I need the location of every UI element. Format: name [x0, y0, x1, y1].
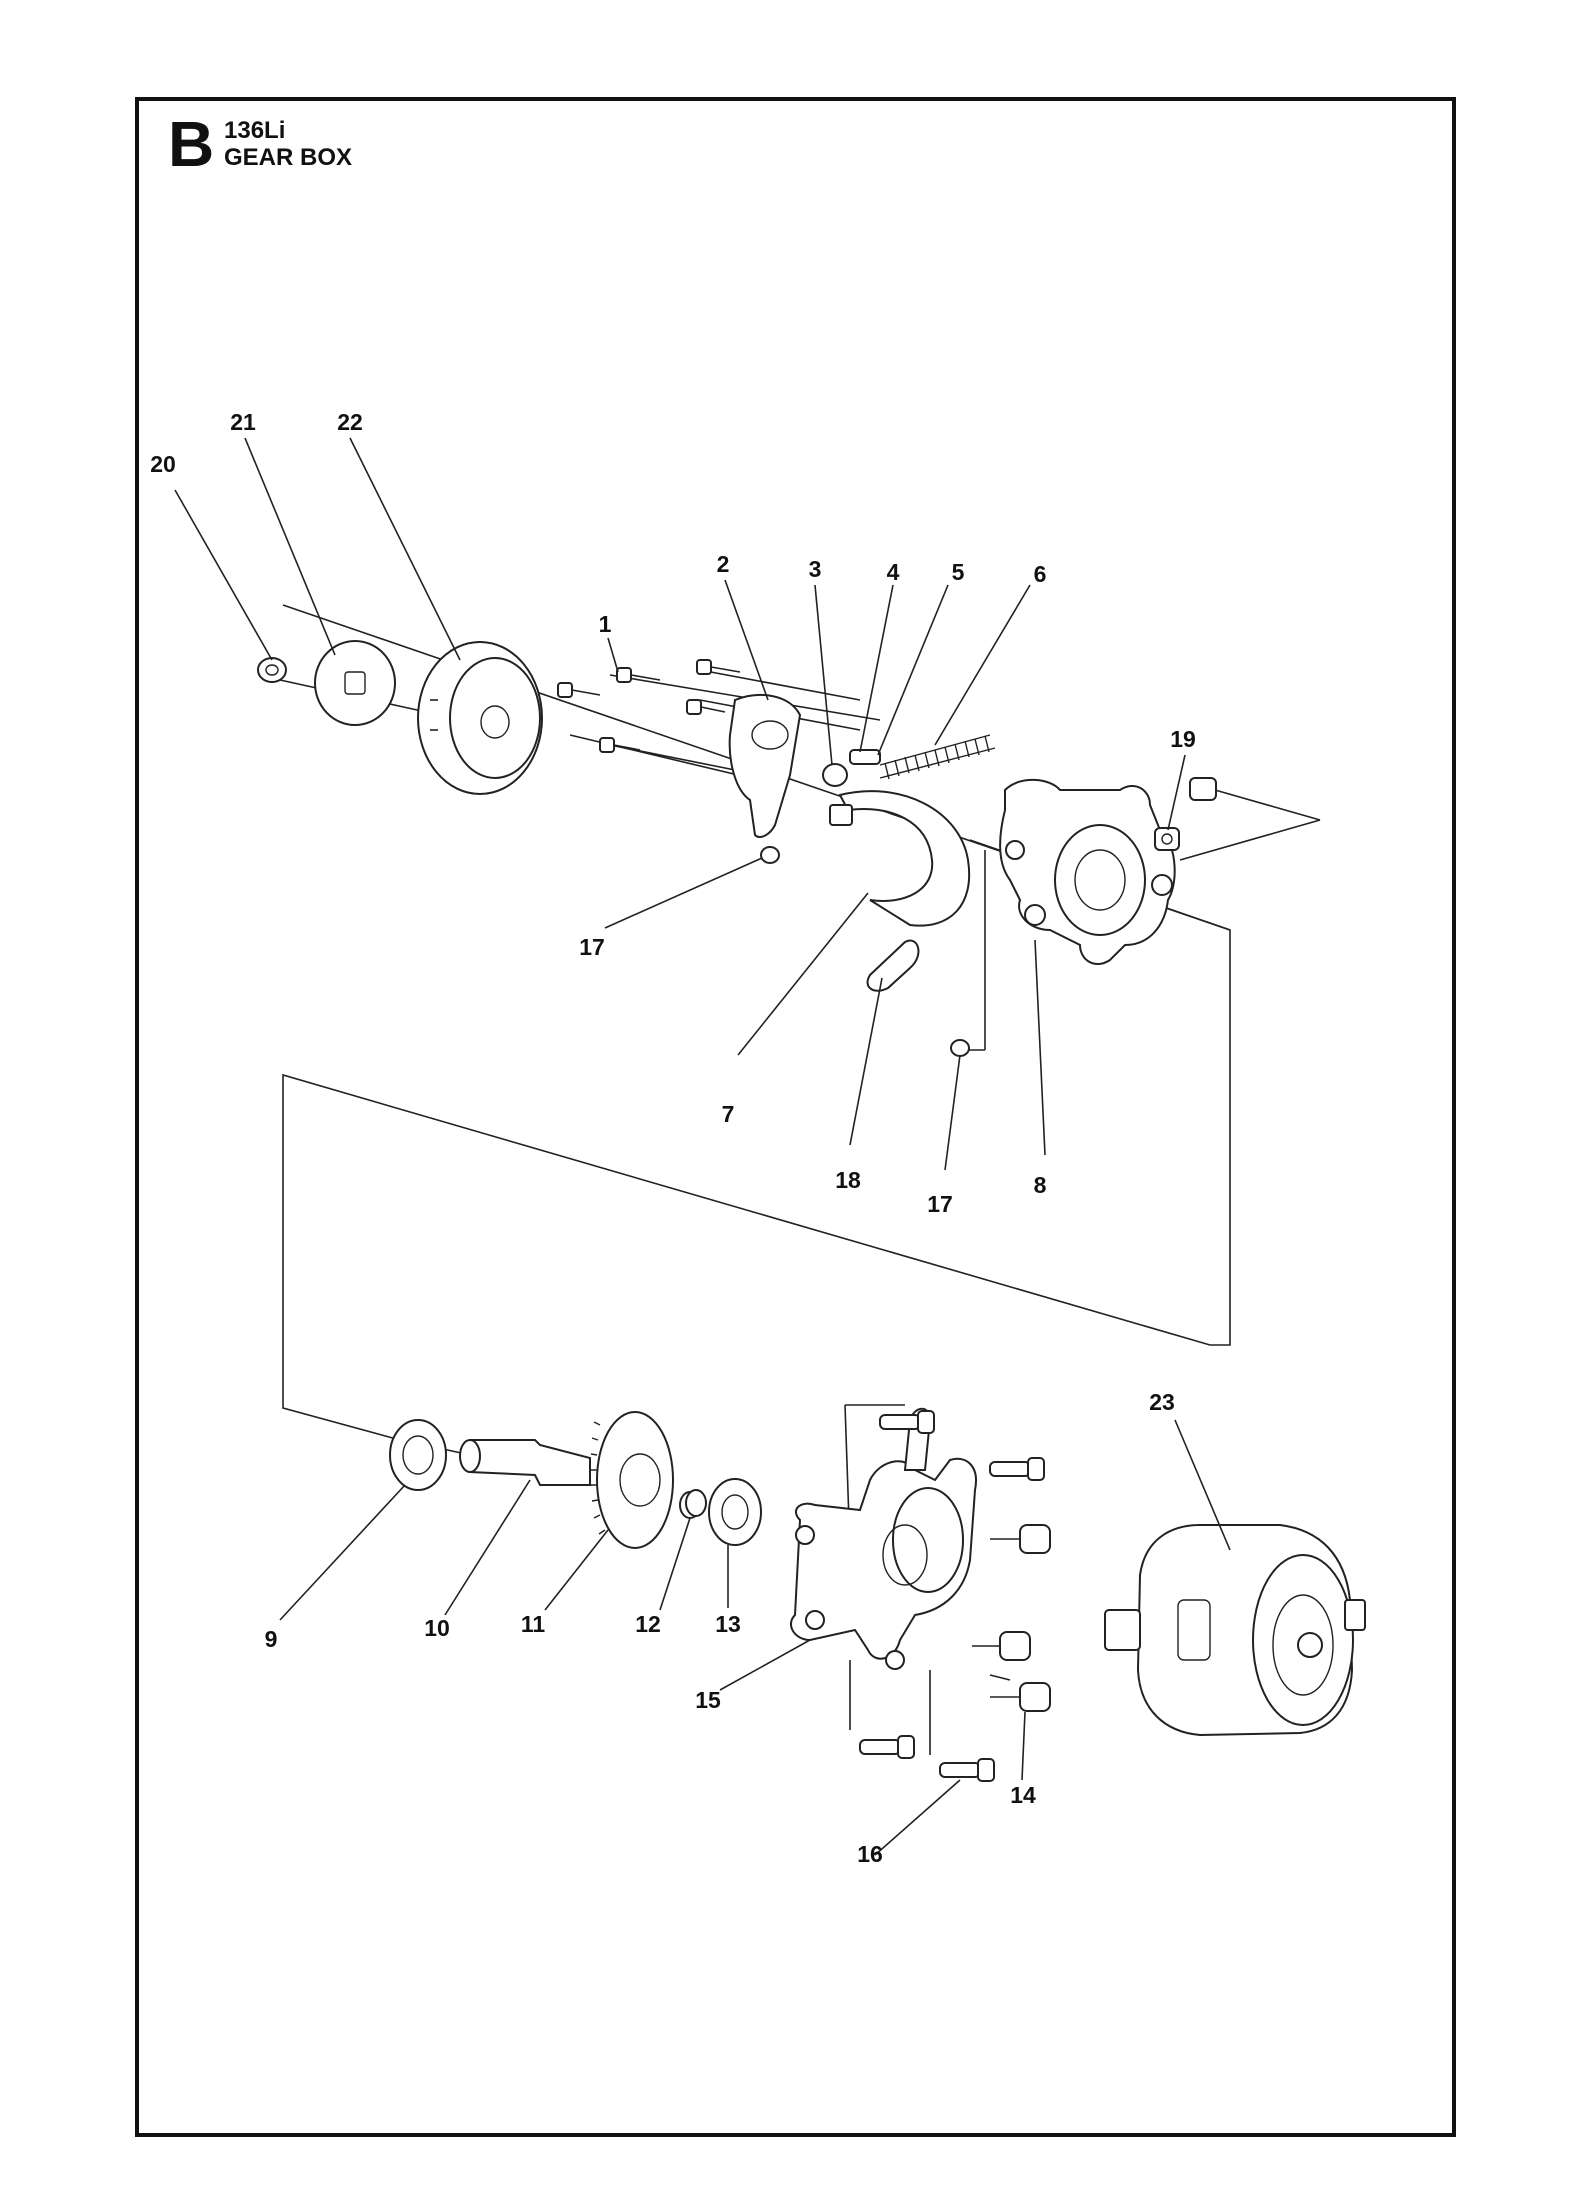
clip-part-17-right — [950, 1039, 970, 1057]
screw-part-16 — [859, 1410, 1045, 1782]
spring-part-6 — [879, 734, 996, 780]
nut-part-19 — [1154, 827, 1180, 851]
clip-part-17-left — [760, 846, 780, 864]
motor-part-23 — [1104, 1524, 1366, 1737]
clutch-drum-part-22 — [417, 641, 543, 795]
bearing-part-9 — [389, 1419, 447, 1491]
callout-labels: 1 2 3 4 5 6 7 8 9 10 11 12 13 14 15 16 1… — [150, 409, 1196, 1867]
screw-part-1 — [557, 659, 741, 753]
section-letter: B — [168, 108, 215, 180]
callout-17-right: 17 — [927, 1191, 953, 1217]
callout-15: 15 — [695, 1687, 721, 1713]
callout-4: 4 — [887, 559, 900, 585]
pin-part-4 — [849, 749, 881, 765]
diagram-title: GEAR BOX — [224, 144, 353, 171]
shaft-part-10 — [459, 1439, 591, 1486]
bearing-part-13 — [708, 1478, 762, 1546]
callout-11: 11 — [521, 1611, 546, 1637]
page-frame — [135, 97, 1456, 2137]
spacer-part-12 — [679, 1489, 707, 1519]
screw-part-14 — [972, 1524, 1051, 1712]
callout-6: 6 — [1034, 561, 1047, 587]
washer-part-21 — [314, 640, 396, 726]
screw-part-19-top — [1189, 777, 1217, 801]
callout-2: 2 — [717, 551, 730, 577]
callout-18: 18 — [835, 1167, 861, 1193]
callout-13: 13 — [715, 1611, 741, 1637]
plate-part-2 — [728, 694, 802, 838]
gear-part-11 — [590, 1411, 674, 1549]
gear-housing-part-8 — [999, 778, 1176, 965]
callout-7: 7 — [722, 1101, 735, 1127]
callout-19: 19 — [1170, 726, 1196, 752]
callout-1: 1 — [599, 611, 612, 637]
callout-23: 23 — [1149, 1389, 1175, 1415]
callout-9: 9 — [265, 1626, 278, 1652]
gear-cover-part-15 — [790, 1407, 977, 1670]
lever-part-18 — [866, 939, 920, 992]
callout-8: 8 — [1034, 1172, 1047, 1198]
pivot-part-3 — [822, 763, 848, 787]
circlip-part-20 — [257, 657, 287, 683]
callout-3: 3 — [809, 556, 822, 582]
callout-12: 12 — [635, 1611, 661, 1637]
callout-17-left: 17 — [579, 934, 605, 960]
callout-5: 5 — [952, 559, 965, 585]
brake-band-part-7 — [829, 790, 971, 927]
callout-10: 10 — [424, 1615, 450, 1641]
model-name: 136Li — [224, 117, 286, 144]
callout-14: 14 — [1010, 1782, 1036, 1808]
callout-21: 21 — [230, 409, 256, 435]
callout-22: 22 — [337, 409, 363, 435]
callout-16: 16 — [857, 1841, 883, 1867]
callout-20: 20 — [150, 451, 176, 477]
leader-lines — [174, 437, 1231, 1856]
